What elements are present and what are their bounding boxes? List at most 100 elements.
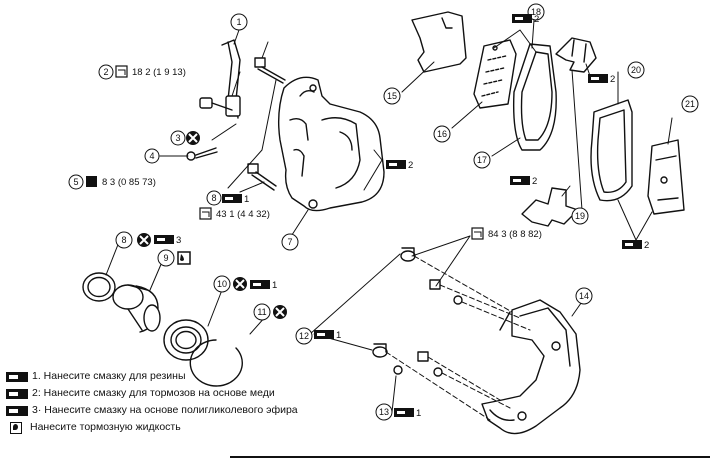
svg-text:43 1 (4 4 32): 43 1 (4 4 32) <box>216 209 270 220</box>
svg-text:12: 12 <box>299 331 309 341</box>
legend-text-4: Нанесите тормозную жидкость <box>30 421 181 433</box>
svg-text:16: 16 <box>437 129 447 139</box>
callout-13: 13 <box>375 403 393 421</box>
callout-14: 14 <box>575 287 593 305</box>
callout-4: 4 <box>144 148 160 164</box>
svg-text:8 3 (0 85 73): 8 3 (0 85 73) <box>102 177 156 188</box>
piston <box>112 284 161 333</box>
lubricant-mark-pads: 2 <box>622 240 649 251</box>
pad-retainer-bottom <box>521 187 579 227</box>
do-not-reuse-icon <box>273 305 287 319</box>
svg-text:7: 7 <box>287 237 292 247</box>
legend-text-1: 1. Нанесите смазку для резины <box>32 370 186 382</box>
torque-spec-8: 43 1 (4 4 32) <box>199 207 270 220</box>
lubricant-mark-shims: 2 <box>512 14 539 25</box>
svg-text:2: 2 <box>103 67 108 77</box>
svg-text:18 2 (1 9 13): 18 2 (1 9 13) <box>132 67 186 78</box>
callout-10: 10 <box>213 275 231 293</box>
torque-member <box>481 299 581 435</box>
bottom-rule <box>230 456 710 458</box>
callout-11: 11 <box>253 303 271 321</box>
svg-text:17: 17 <box>477 155 487 165</box>
callout-3: 3 <box>170 130 186 146</box>
lubricant-mark-13: 1 <box>394 408 421 419</box>
legend-item-glycol-grease: 3· Нанесите смазку на основе полигликоле… <box>6 402 336 419</box>
lubricant-icon <box>6 371 28 382</box>
lubricant-mark-12: 1 <box>314 330 341 341</box>
callout-16: 16 <box>433 125 451 143</box>
svg-text:2: 2 <box>534 14 539 25</box>
callout-1: 1 <box>230 13 248 31</box>
torque-spec-5: 8 3 (0 85 73) <box>86 176 156 188</box>
svg-text:3: 3 <box>175 133 180 143</box>
lubricant-mark-seal: 3 <box>154 235 181 246</box>
svg-text:18: 18 <box>531 7 541 17</box>
svg-text:2: 2 <box>532 176 537 187</box>
svg-text:19: 19 <box>575 211 585 221</box>
legend-item-brake-fluid: Нанесите тормозную жидкость <box>6 419 336 436</box>
svg-text:1: 1 <box>272 280 277 291</box>
bracket-bolt-lower <box>417 351 443 377</box>
lubricant-mark-1: 1 <box>222 194 249 205</box>
anti-squeal-shim <box>647 139 685 215</box>
svg-text:3: 3 <box>176 235 181 246</box>
callout-7: 7 <box>281 233 299 251</box>
svg-text:1: 1 <box>244 194 249 205</box>
brake-fluid-icon <box>10 421 22 434</box>
lubricant-mark-boot: 1 <box>250 280 277 291</box>
torque-wrench-icon <box>86 176 97 187</box>
assembly-lines <box>385 255 531 421</box>
lubricant-mark-19: 2 <box>510 176 537 187</box>
callout-2: 2 <box>98 64 114 80</box>
inner-pad <box>590 99 633 202</box>
svg-text:1: 1 <box>236 17 241 27</box>
guide-pin-boot-upper <box>400 247 416 262</box>
legend-item-rubber-grease: 1. Нанесите смазку для резины <box>6 368 336 385</box>
callout-19: 19 <box>571 207 589 225</box>
callout-17: 17 <box>473 151 491 169</box>
retaining-ring <box>189 339 243 387</box>
svg-text:10: 10 <box>217 279 227 289</box>
svg-text:11: 11 <box>257 307 266 317</box>
legend: 1. Нанесите смазку для резины 2: Нанесит… <box>6 368 336 436</box>
lubricant-icon <box>6 388 28 399</box>
svg-text:14: 14 <box>579 291 589 301</box>
svg-text:20: 20 <box>631 65 641 75</box>
pad-retainer-top <box>555 37 597 73</box>
callout-12: 12 <box>295 327 313 345</box>
do-not-reuse-icon <box>186 131 200 145</box>
svg-text:8: 8 <box>211 193 216 203</box>
legend-text-2: 2: Нанесите смазку для тормозов на основ… <box>32 387 275 399</box>
caliper-body <box>277 76 385 212</box>
callout-15: 15 <box>383 87 401 105</box>
torque-wrench-icon <box>199 207 212 220</box>
bushing <box>393 365 403 375</box>
outer-shim <box>411 11 467 73</box>
dust-boot <box>163 319 209 361</box>
svg-text:2: 2 <box>408 160 413 171</box>
callout-8-upper: 8 <box>206 190 222 206</box>
outer-pad <box>512 43 557 151</box>
callout-9: 9 <box>157 249 175 267</box>
brake-fluid-icon <box>177 251 191 265</box>
guide-pin-bolt-top <box>254 57 286 84</box>
svg-text:21: 21 <box>685 99 695 109</box>
do-not-reuse-icon <box>233 277 247 291</box>
guide-pin-boot-lower <box>372 343 388 358</box>
lubricant-mark-18: 2 <box>588 74 615 85</box>
svg-text:2: 2 <box>610 74 615 85</box>
svg-text:4: 4 <box>149 151 154 161</box>
callout-8: 8 <box>115 231 133 249</box>
torque-wrench-icon <box>471 227 484 240</box>
torque-spec-2: 18 2 (1 9 13) <box>115 65 186 78</box>
svg-text:15: 15 <box>387 91 397 101</box>
svg-text:5: 5 <box>73 177 78 187</box>
callout-5: 5 <box>68 174 84 190</box>
union-bolt <box>199 97 233 111</box>
callout-20: 20 <box>627 61 645 79</box>
svg-text:9: 9 <box>163 253 168 263</box>
sliding-pin <box>247 163 277 191</box>
lubricant-mark-caliper: 2 <box>386 160 413 171</box>
svg-text:84 3 (8 8 82): 84 3 (8 8 82) <box>488 229 542 240</box>
